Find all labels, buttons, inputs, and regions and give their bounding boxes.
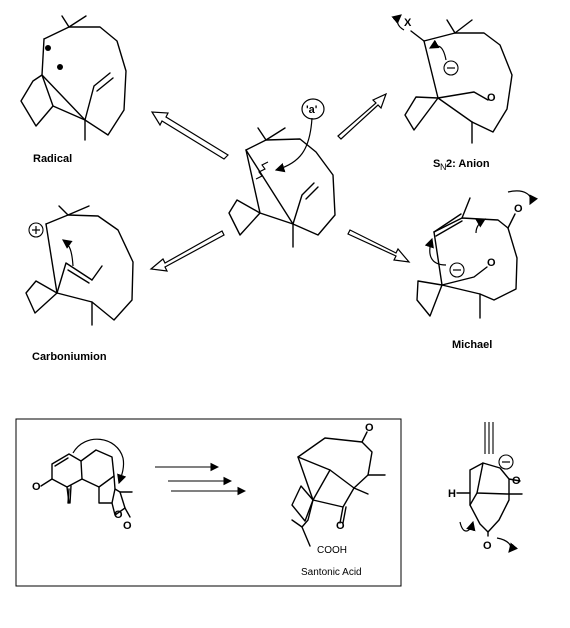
carbonyl-o: O (487, 92, 496, 104)
radical-structure: Radical (20, 15, 127, 165)
leaving-group-x: X (404, 17, 412, 29)
santonin-o-ketone: O (32, 481, 41, 493)
radical-label: Radical (33, 153, 72, 165)
arrow-to-sn2 (337, 92, 388, 140)
santonic-box (15, 418, 402, 587)
enone-o: O (514, 203, 523, 215)
santonin-structure: O O O (32, 438, 133, 532)
santonic-cooh: COOH (317, 545, 347, 556)
ketone-o: O (487, 257, 496, 269)
sn2-n: N (440, 162, 447, 172)
santonic-o-bottom: O (336, 520, 345, 532)
radical-dot-1 (45, 45, 51, 51)
cation-charge (28, 222, 44, 238)
santonic-o-top: O (365, 422, 374, 434)
santonin-o-lactone: O (123, 520, 132, 532)
santonin-o-ring: O (114, 509, 123, 521)
bond-a-label: 'a' (306, 104, 318, 116)
carbonium-structure: Carboniumion (25, 205, 134, 363)
bond-a-circle (301, 98, 325, 120)
central-structure: 'a' (228, 98, 336, 248)
arrow-to-carbonium (149, 230, 225, 272)
michael-label: Michael (452, 339, 492, 351)
alkyne-o-bottom: O (483, 540, 492, 552)
radical-dot-2 (57, 64, 63, 70)
arrow-to-michael (347, 229, 411, 263)
alkyne-anion (498, 454, 514, 470)
conversion-arrows (155, 462, 247, 496)
alkyne-h: H (448, 488, 456, 500)
alkyne-o-top: O (512, 475, 521, 487)
carbonium-label: Carboniumion (32, 351, 107, 363)
sn2-anion-structure: O X S N 2: Anion (391, 14, 513, 172)
anion-charge (443, 60, 459, 76)
michael-anion (449, 262, 465, 278)
alkyne-structure: O H O (448, 422, 523, 553)
sn2-s: S (433, 158, 440, 170)
sn2-label: 2: Anion (446, 158, 490, 170)
santonic-label: Santonic Acid (301, 567, 362, 578)
santonic-acid-structure: O O COOH Santonic Acid (291, 422, 386, 578)
arrow-to-radical (150, 111, 229, 160)
michael-structure: O O Michael (416, 190, 539, 351)
